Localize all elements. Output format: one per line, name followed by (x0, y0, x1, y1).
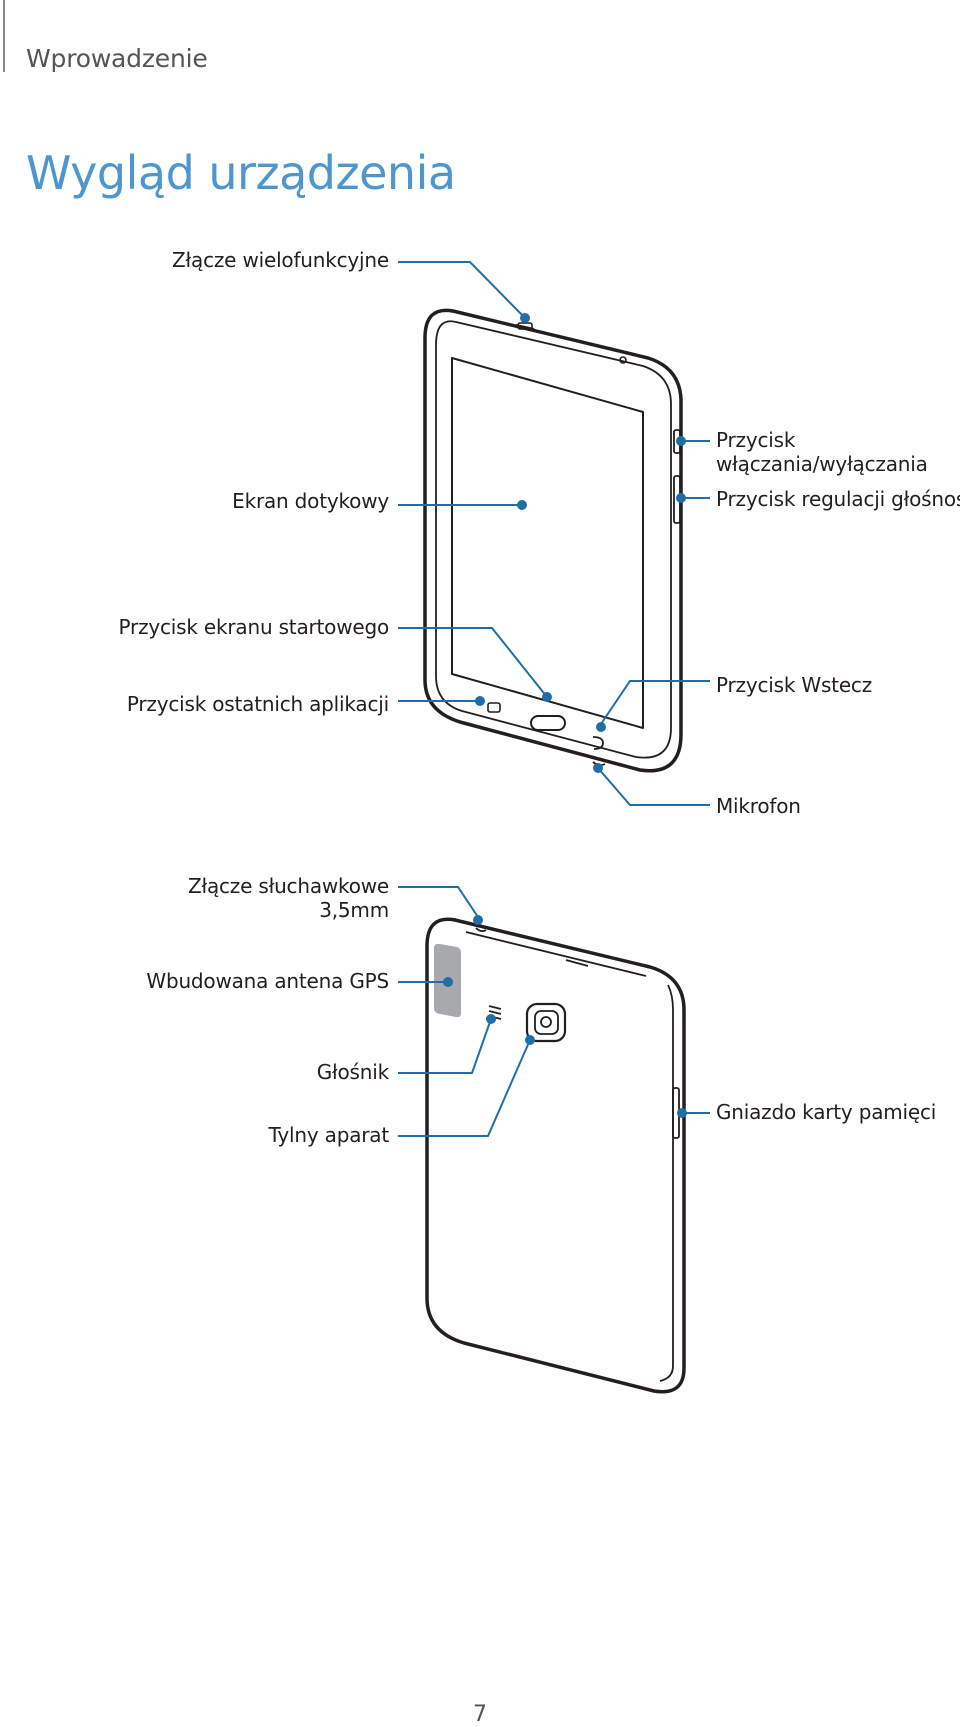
label-touchscreen: Ekran dotykowy (232, 489, 389, 513)
top-pinhole (619, 356, 627, 364)
label-memory-card-slot: Gniazdo karty pamięci (716, 1100, 937, 1124)
label-headset-jack-line2: 3,5mm (319, 898, 389, 922)
callout-speaker (398, 1018, 492, 1074)
callout-mic (597, 767, 710, 806)
label-rear-camera: Tylny aparat (268, 1123, 390, 1147)
label-microphone: Mikrofon (716, 794, 801, 818)
front-callouts (398, 261, 710, 806)
section-header: Wprowadzenie (26, 44, 208, 73)
page-number: 7 (473, 1702, 487, 1727)
label-power-button-line1: Przycisk (716, 428, 796, 452)
front-callout-dots (475, 313, 686, 773)
camera-inner (534, 1010, 559, 1035)
camera-housing (525, 1002, 567, 1043)
label-home-button: Przycisk ekranu startowego (118, 615, 390, 639)
page-title: Wygląd urządzenia (26, 146, 456, 200)
back-inner-edge (659, 984, 674, 1382)
callout-home (398, 627, 548, 698)
label-volume-button: Przycisk regulacji głośności (716, 487, 960, 511)
callout-headset (398, 886, 479, 918)
label-speaker: Głośnik (316, 1060, 389, 1084)
back-outer-body (425, 917, 686, 1394)
touchscreen-area (451, 357, 644, 729)
label-power-button-line2: włączania/wyłączania (716, 452, 928, 476)
callout-camera (398, 1039, 531, 1137)
label-gps-antenna: Wbudowana antena GPS (146, 969, 389, 993)
back-callouts (398, 886, 710, 1137)
side-rule (3, 0, 5, 72)
recent-apps-key (487, 702, 501, 713)
label-headset-jack-line1: Złącze słuchawkowe (187, 874, 389, 898)
back-key (592, 736, 604, 750)
back-callout-dots (443, 915, 687, 1118)
label-multifunction-jack: Złącze wielofunkcyjne (172, 248, 389, 272)
home-key (530, 715, 566, 731)
callout-back (600, 680, 710, 725)
back-top-edge (465, 931, 647, 977)
callout-multifunction (398, 261, 526, 319)
label-back-button: Przycisk Wstecz (716, 673, 873, 697)
label-recent-apps-button: Przycisk ostatnich aplikacji (126, 692, 389, 716)
camera-lens (540, 1016, 552, 1028)
front-inner-bezel (435, 320, 672, 759)
top-port-slot (565, 959, 589, 967)
front-outer-body (423, 308, 683, 773)
back-device (425, 917, 686, 1394)
headset-jack-ring (475, 927, 487, 933)
